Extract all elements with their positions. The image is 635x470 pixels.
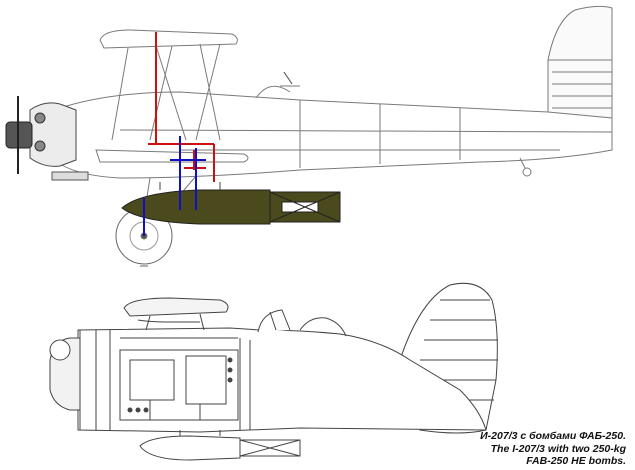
- fuselage-bottom: [77, 327, 487, 433]
- engine-cowling: [29, 102, 77, 167]
- lower-wing: [95, 149, 249, 163]
- caption-line-ru: И-207/3 с бомбами ФАБ-250.: [480, 430, 626, 442]
- fab-250-bombs-bottom: [139, 430, 301, 461]
- blue-dimension-markers: [143, 136, 206, 236]
- caption-line-en-1: The I-207/3 with two 250-kg: [490, 442, 626, 455]
- biplane-side-view: [5, 5, 613, 267]
- i-207-side-view: [49, 282, 498, 434]
- figure-caption: И-207/3 с бомбами ФАБ-250. The I-207/3 w…: [300, 430, 626, 468]
- upper-wing-bottom: [123, 297, 229, 317]
- caption-line-en-2: FAB-250 HE bombs.: [526, 455, 626, 467]
- fab-250-bomb-top: [121, 182, 341, 225]
- upper-wing: [99, 29, 238, 49]
- canopy: [257, 309, 291, 333]
- fuselage: [59, 91, 613, 179]
